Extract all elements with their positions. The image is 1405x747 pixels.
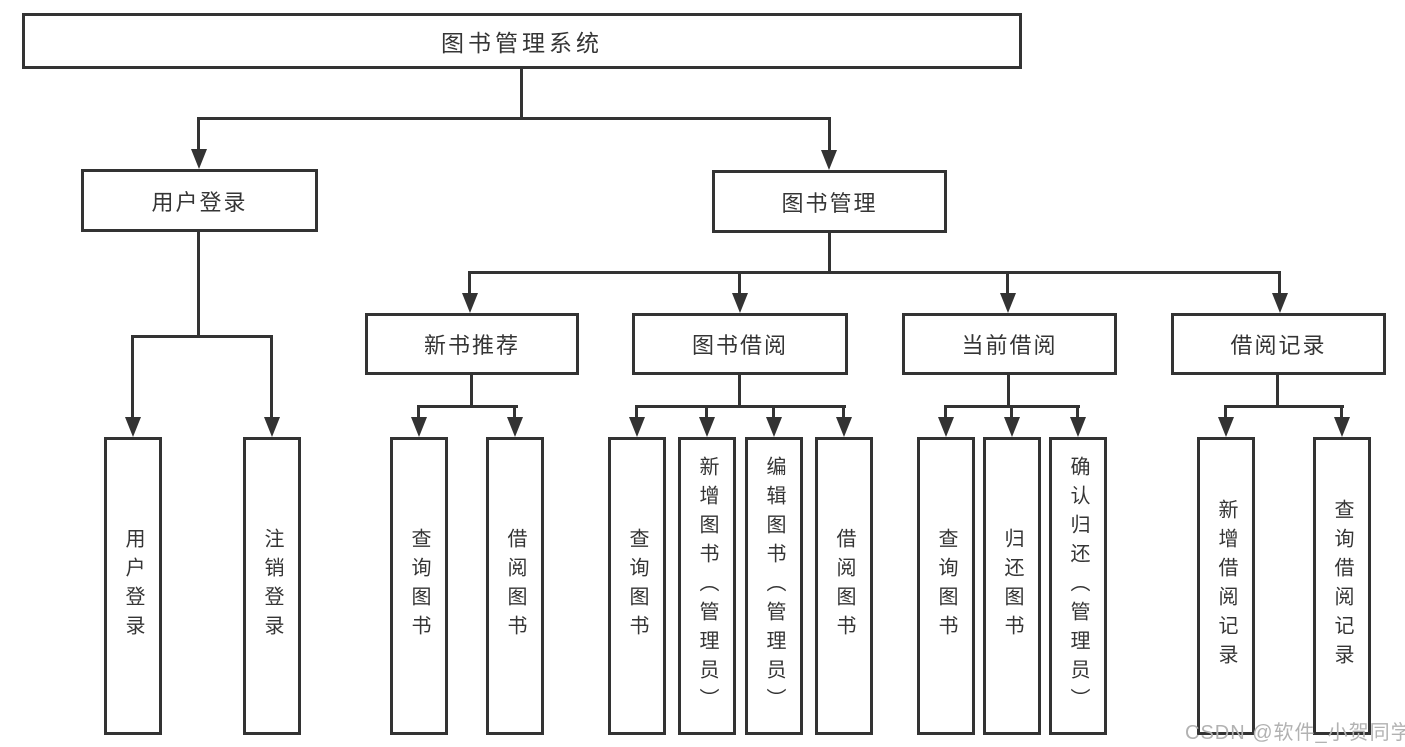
edge-leaf [842,405,845,419]
edge-to-book-management [828,117,831,150]
edge-book-management-stem [828,233,831,271]
arrow-down-icon [411,417,427,437]
arrow-down-icon [1070,417,1086,437]
leaf-query-borrowing-record: 查询借阅记录 [1313,437,1371,735]
edge-to-user-login [197,117,200,150]
leaf-borrow-books-recommend: 借阅图书 [486,437,544,735]
edge-book-borrowing-stem [738,375,741,407]
edge-to-new-book-recommendation [468,271,471,295]
arrow-down-icon [125,417,141,437]
edge-borrowing-records-bus [1224,405,1344,408]
edge-book-borrowing-bus [635,405,846,408]
node-new-book-recommendation: 新书推荐 [365,313,579,375]
edge-user-login-stem [197,232,200,335]
arrow-down-icon [766,417,782,437]
leaf-borrow-books-borrowing: 借阅图书 [815,437,873,735]
arrow-down-icon [629,417,645,437]
leaf-query-books-current: 查询图书 [917,437,975,735]
arrow-down-icon [699,417,715,437]
edge-to-leaf-logout [270,335,273,417]
edge-leaf [944,405,947,419]
edge-leaf [1010,405,1013,419]
edge-to-current-borrowing [1006,271,1009,295]
node-book-borrowing: 图书借阅 [632,313,848,375]
edge-to-leaf-user-login [131,335,134,417]
node-book-management-system: 图书管理系统 [22,13,1022,69]
leaf-add-books-admin: 新增图书（管理员） [678,437,736,735]
arrow-down-icon [836,417,852,437]
leaf-query-books-borrowing: 查询图书 [608,437,666,735]
edge-leaf [635,405,638,419]
arrow-down-icon [821,150,837,170]
edge-leaf [772,405,775,419]
edge-leaf [1224,405,1227,419]
arrow-down-icon [507,417,523,437]
edge-user-login-bus [131,335,273,338]
edge-leaf [513,405,516,419]
leaf-add-borrowing-record: 新增借阅记录 [1197,437,1255,735]
arrow-down-icon [938,417,954,437]
edge-leaf [705,405,708,419]
edge-leaf [417,405,420,419]
edge-level2-bus [197,117,831,120]
edge-root-stem [520,69,523,117]
leaf-query-books-recommend: 查询图书 [390,437,448,735]
node-book-management: 图书管理 [712,170,947,233]
leaf-edit-books-admin: 编辑图书（管理员） [745,437,803,735]
edge-leaf [1076,405,1079,419]
leaf-user-login: 用户登录 [104,437,162,735]
edge-borrowing-records-stem [1276,375,1279,407]
arrow-down-icon [732,293,748,313]
leaf-return-books: 归还图书 [983,437,1041,735]
edge-new-book-recommendation-bus [417,405,518,408]
leaf-confirm-return-admin: 确认归还（管理员） [1049,437,1107,735]
leaf-logout: 注销登录 [243,437,301,735]
arrow-down-icon [191,149,207,169]
csdn-watermark: CSDN @软件_小贺同学 [1185,722,1405,744]
arrow-down-icon [1218,417,1234,437]
arrow-down-icon [1004,417,1020,437]
arrow-down-icon [462,293,478,313]
arrow-down-icon [264,417,280,437]
node-current-borrowing: 当前借阅 [902,313,1117,375]
edge-current-borrowing-stem [1007,375,1010,407]
edge-to-book-borrowing [738,271,741,295]
edge-level3-bus [468,271,1280,274]
edge-new-book-recommendation-stem [470,375,473,407]
edge-leaf [1340,405,1343,419]
node-borrowing-records: 借阅记录 [1171,313,1386,375]
arrow-down-icon [1334,417,1350,437]
arrow-down-icon [1272,293,1288,313]
node-user-login: 用户登录 [81,169,318,232]
arrow-down-icon [1000,293,1016,313]
edge-to-borrowing-records [1278,271,1281,295]
